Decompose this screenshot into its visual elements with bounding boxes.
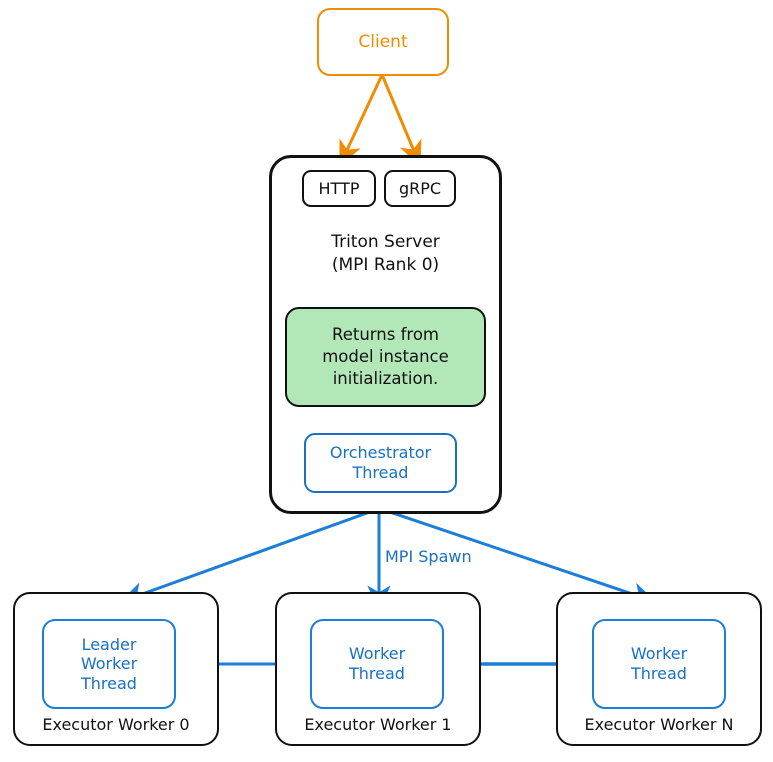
- executor-worker-1-label: Executor Worker 1: [304, 715, 452, 734]
- orchestrator-thread-node[interactable]: Orchestrator Thread: [304, 433, 457, 493]
- edge-client-to-http: [339, 75, 383, 167]
- executor-worker-0-label: Executor Worker 0: [42, 715, 190, 734]
- executor-worker-n-label: Executor Worker N: [584, 715, 734, 734]
- triton-server-title: Triton Server (MPI Rank 0): [331, 232, 440, 275]
- worker-thread-1-node[interactable]: Worker Thread: [310, 619, 444, 709]
- client-node[interactable]: Client: [317, 8, 449, 76]
- edge-orchestrator-to-worker-0: [119, 507, 380, 605]
- protocol-endpoint-grpc[interactable]: gRPC: [384, 170, 456, 207]
- leader-worker-thread-node[interactable]: Leader Worker Thread: [42, 619, 176, 709]
- edge-client-to-grpc: [381, 75, 422, 167]
- protocol-endpoint-http[interactable]: HTTP: [302, 170, 376, 207]
- worker-thread-n-node[interactable]: Worker Thread: [592, 619, 726, 709]
- mpi-spawn-edge-label: MPI Spawn: [385, 547, 472, 566]
- model-init-note: Returns from model instance initializati…: [285, 307, 486, 407]
